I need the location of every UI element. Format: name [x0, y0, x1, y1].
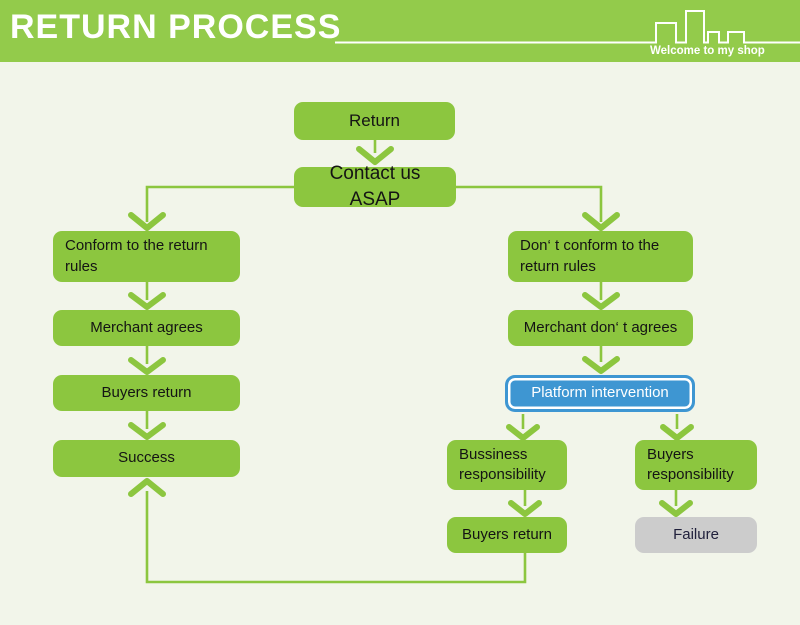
city-skyline-icon — [335, 10, 800, 44]
arrow-merchant-agrees-to-buyers-return — [128, 346, 166, 375]
arrow-platform-to-buyers-responsibility — [660, 414, 694, 441]
node-failure: Failure — [635, 517, 757, 553]
arrow-buyers-return-to-success — [128, 411, 166, 440]
arrow-dont-conform-to-merchant-dont-agrees — [582, 282, 620, 310]
arrow-buyers-responsibility-to-failure — [659, 490, 693, 517]
arrow-contact-to-dont-conform — [456, 185, 620, 231]
node-buyers-responsibility: Buyers responsibility — [635, 440, 757, 490]
node-bussiness-responsibility: Bussiness responsibility — [447, 440, 567, 490]
arrow-contact-to-conform — [128, 185, 294, 231]
node-return: Return — [294, 102, 455, 140]
node-merchant-dont-agrees: Merchant don‘ t agrees — [508, 310, 693, 346]
arrow-bussiness-to-buyers-return — [508, 490, 542, 517]
node-buyers-return-bottom: Buyers return — [447, 517, 567, 553]
arrow-platform-to-bussiness-responsibility — [506, 414, 540, 441]
node-conform-to-return-rules: Conform to the return rules — [53, 231, 240, 282]
node-success: Success — [53, 440, 240, 477]
node-merchant-agrees: Merchant agrees — [53, 310, 240, 346]
shop-tagline: Welcome to my shop — [650, 45, 765, 57]
arrow-return-to-contact — [356, 140, 394, 165]
node-dont-conform-to-return-rules: Don‘ t conform to the return rules — [508, 231, 693, 282]
node-contact-us-asap: Contact us ASAP — [294, 163, 456, 210]
page-title: RETURN PROCESS — [10, 8, 342, 46]
node-buyers-return-left: Buyers return — [53, 375, 240, 411]
node-platform-intervention: Platform intervention — [505, 375, 695, 412]
header-banner: RETURN PROCESS Welcome to my shop — [0, 0, 800, 62]
arrow-conform-to-merchant-agrees — [128, 282, 166, 310]
arrow-merchant-dont-agrees-to-platform — [582, 346, 620, 374]
